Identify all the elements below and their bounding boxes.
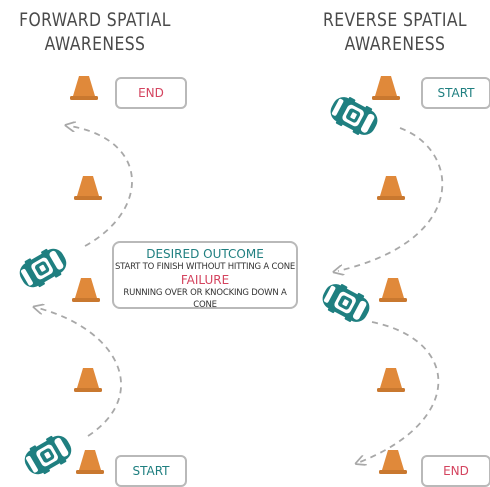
cone-icon — [76, 450, 104, 474]
forward-end-label: END — [115, 77, 187, 109]
cone-icon — [72, 278, 100, 302]
forward-path-upper — [70, 126, 133, 247]
desired-outcome-heading: DESIRED OUTCOME — [146, 247, 264, 261]
car-icon — [19, 430, 77, 480]
forward-start-text: START — [132, 464, 170, 478]
outcome-legend: DESIRED OUTCOME START TO FINISH WITHOUT … — [112, 241, 298, 310]
cone-icon — [372, 76, 400, 100]
cone-icon — [70, 76, 98, 100]
reverse-title-line2: AWARENESS — [344, 33, 446, 55]
reverse-path-upper — [338, 127, 444, 271]
reverse-end-label: END — [421, 455, 490, 487]
reverse-start-text: START — [437, 86, 475, 100]
reverse-awareness-title: REVERSE SPATIAL AWARENESS — [317, 8, 473, 56]
forward-end-text: END — [138, 86, 164, 100]
cone-icon — [74, 176, 102, 200]
failure-text: RUNNING OVER OR KNOCKING DOWN A CONE — [123, 288, 287, 310]
reverse-start-label: START — [421, 77, 490, 109]
forward-awareness-title: FORWARD SPATIAL AWARENESS — [17, 8, 173, 56]
car-icon — [317, 278, 375, 328]
cone-icon — [379, 278, 407, 302]
forward-title-line1: FORWARD SPATIAL — [19, 9, 171, 31]
cone-icon — [377, 368, 405, 392]
cone-icon — [377, 176, 405, 200]
forward-start-label: START — [115, 455, 187, 487]
cone-icon — [74, 368, 102, 392]
forward-title-line2: AWARENESS — [44, 33, 146, 55]
failure-heading: FAILURE — [180, 273, 230, 287]
car-icon — [14, 243, 72, 293]
reverse-end-text: END — [443, 464, 469, 478]
reverse-path-lower — [360, 321, 440, 462]
cone-icon — [379, 450, 407, 474]
forward-path — [38, 308, 122, 437]
desired-outcome-text: START TO FINISH WITHOUT HITTING A CONE — [114, 262, 296, 272]
reverse-title-line1: REVERSE SPATIAL — [322, 9, 468, 31]
